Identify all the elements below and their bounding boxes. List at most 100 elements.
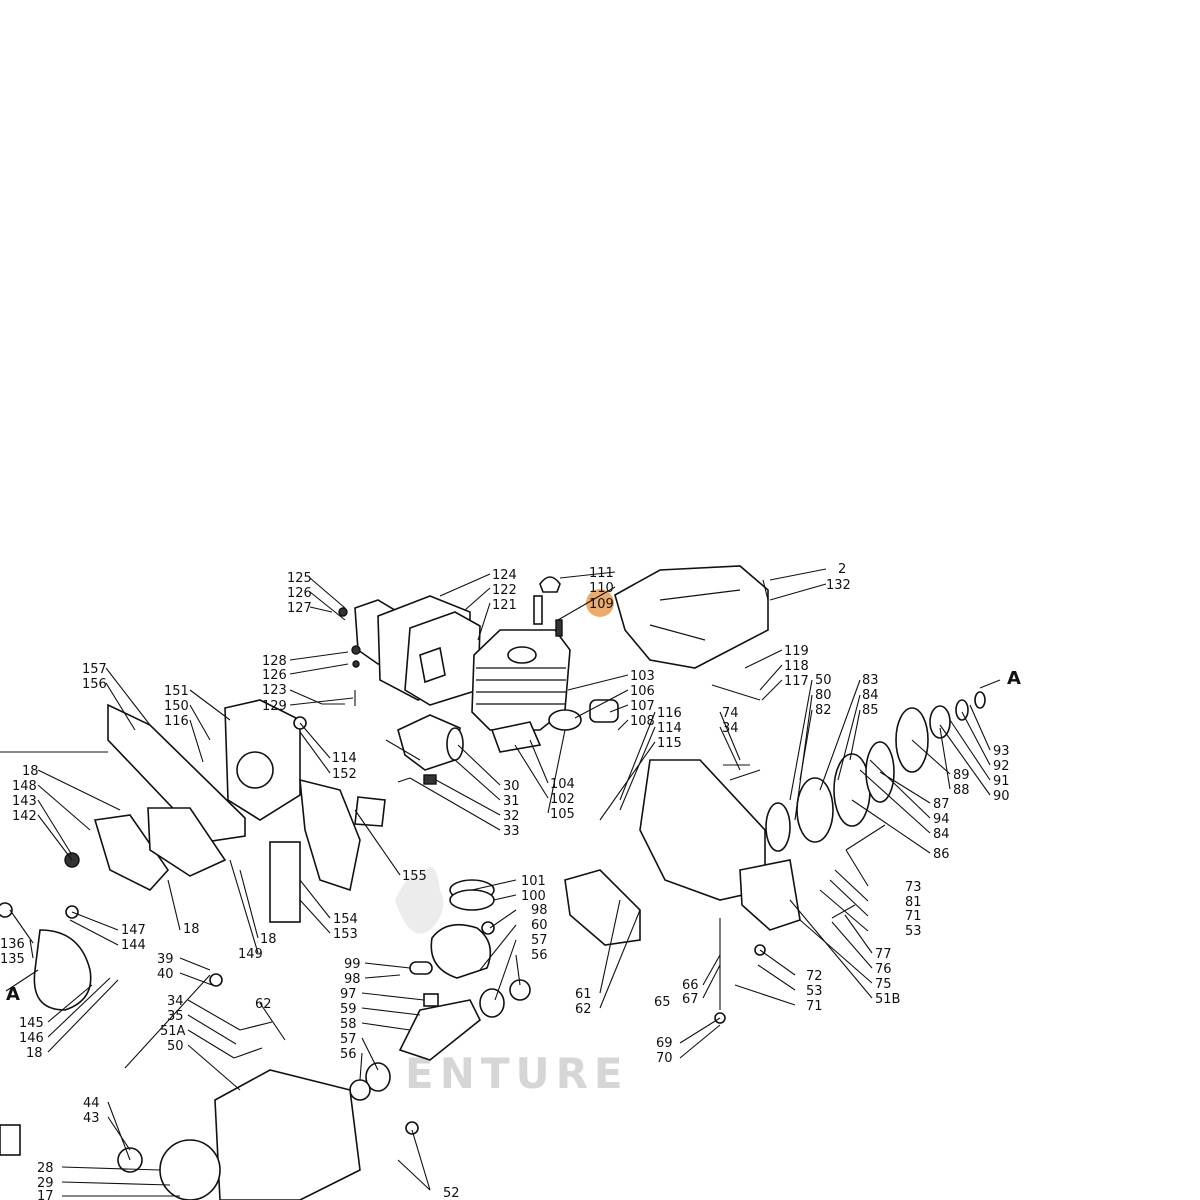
part-label: 136	[0, 937, 25, 952]
part-label: 33	[503, 824, 520, 839]
part-52-screw	[405, 1121, 419, 1135]
part-2-screw	[762, 579, 769, 601]
part-label: 107	[630, 699, 655, 714]
part-31-spacer	[446, 727, 464, 761]
part-label: 34	[722, 721, 739, 736]
part-label: 135	[0, 952, 25, 967]
part-34-stud-lower	[239, 1021, 273, 1031]
part-85-clutch-hub	[833, 753, 871, 827]
part-label: 40	[157, 967, 174, 982]
part-clutch-drum	[796, 777, 834, 843]
part-label: 18	[26, 1046, 43, 1061]
part-label: 50	[167, 1039, 184, 1054]
part-label: 18	[22, 764, 39, 779]
part-label: 128	[262, 654, 287, 669]
part-label: 114	[657, 721, 682, 736]
part-label: 132	[826, 578, 851, 593]
part-91-nut	[974, 691, 986, 709]
part-99-pin	[409, 961, 433, 975]
part-label: 57	[340, 1032, 357, 1047]
part-label: 126	[262, 668, 287, 683]
boundary-line	[124, 974, 211, 1069]
part-92-washer	[955, 699, 969, 721]
highlight-marker-109	[586, 589, 614, 617]
part-label: 77	[875, 947, 892, 962]
part-label: 121	[492, 598, 517, 613]
part-117-bolt	[711, 684, 761, 701]
callout-line-a	[5, 969, 39, 992]
part-label: 143	[12, 794, 37, 809]
part-label: 35	[167, 1009, 184, 1024]
part-label: 98	[344, 972, 361, 987]
callout-line-a-right	[979, 679, 1001, 689]
part-label: 153	[333, 927, 358, 942]
part-label: 116	[657, 706, 682, 721]
part-label: 62	[255, 997, 272, 1012]
part-label: 123	[262, 683, 287, 698]
part-ignition-wire	[385, 739, 421, 761]
part-label: 44	[83, 1096, 100, 1111]
part-154-filter-plate	[269, 841, 301, 923]
part-label: 73	[905, 880, 922, 895]
part-label: 116	[164, 714, 189, 729]
part-56-snap-ring	[509, 979, 531, 1001]
part-label: 115	[657, 736, 682, 751]
part-label: 62	[575, 1002, 592, 1017]
part-label: 71	[905, 909, 922, 924]
part-88-bearing	[929, 705, 951, 739]
part-97-needle-bearing	[423, 993, 439, 1007]
part-label: 105	[550, 807, 575, 822]
part-label: 127	[287, 601, 312, 616]
part-cylinder-cover	[614, 565, 769, 669]
part-label: 91	[993, 774, 1010, 789]
part-label: 103	[630, 669, 655, 684]
cover-rib	[659, 589, 741, 601]
part-label: 98	[531, 903, 548, 918]
part-label: 108	[630, 714, 655, 729]
part-label: 148	[12, 779, 37, 794]
part-label: 147	[121, 923, 146, 938]
part-label: 18	[260, 932, 277, 947]
part-label: 152	[332, 767, 357, 782]
part-39-screw	[209, 973, 223, 987]
part-label: 100	[521, 889, 546, 904]
section-marker-a-right: A	[1007, 668, 1021, 689]
part-label: 65	[654, 995, 671, 1010]
section-marker-a-left: A	[6, 984, 20, 1005]
part-label: 90	[993, 789, 1010, 804]
part-136-pin	[0, 902, 13, 918]
part-label: 30	[503, 779, 520, 794]
part-label: 67	[682, 992, 699, 1007]
part-flywheel	[159, 1139, 221, 1200]
part-label: 111	[589, 566, 614, 581]
part-label: 39	[157, 952, 174, 967]
part-label: 59	[340, 1002, 357, 1017]
part-label: 110	[589, 581, 614, 596]
part-label: 58	[340, 1017, 357, 1032]
part-label: 52	[443, 1186, 460, 1200]
part-label: 106	[630, 684, 655, 699]
part-61-gasket	[564, 869, 641, 946]
part-label: 80	[815, 688, 832, 703]
part-label: 157	[82, 662, 107, 677]
part-piston	[430, 923, 492, 979]
part-label: 124	[492, 568, 517, 583]
part-label: 17	[37, 1189, 54, 1200]
part-label: 155	[402, 869, 427, 884]
part-label: 43	[83, 1111, 100, 1126]
part-56-snap-ring-left	[349, 1079, 371, 1101]
part-label: 104	[550, 777, 575, 792]
part-label: 84	[862, 688, 879, 703]
part-label: 94	[933, 812, 950, 827]
part-label: 84	[933, 827, 950, 842]
part-98-clip	[481, 921, 495, 935]
watermark-text: ENTURE	[405, 1049, 629, 1098]
cover-rib	[649, 624, 706, 641]
part-label: 122	[492, 583, 517, 598]
part-label: 142	[12, 809, 37, 824]
part-74-stud	[729, 769, 761, 781]
part-label: 145	[19, 1016, 44, 1031]
part-label: 70	[656, 1051, 673, 1066]
part-spark-plug	[533, 595, 543, 625]
